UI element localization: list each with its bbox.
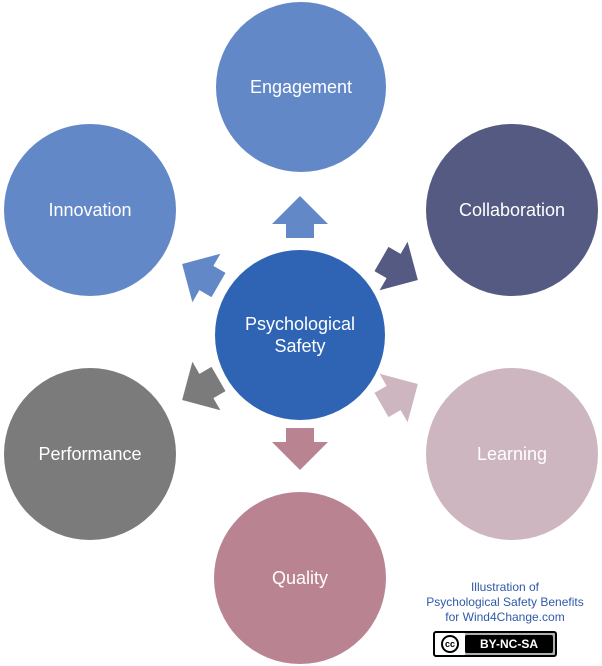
arrow-to-engagement bbox=[272, 196, 328, 238]
node-performance: Performance bbox=[4, 368, 176, 540]
cc-logo-text: cc bbox=[441, 635, 459, 653]
credit-line-1: Illustration of bbox=[470, 580, 540, 594]
node-performance-label: Performance bbox=[38, 444, 142, 464]
credit-line-2: Psychological Safety Benefits bbox=[426, 595, 584, 609]
node-learning: Learning bbox=[426, 368, 598, 540]
cc-logo-icon: cc bbox=[435, 633, 465, 655]
arrow-to-learning bbox=[374, 373, 418, 423]
node-collaboration: Collaboration bbox=[426, 124, 598, 296]
arrow-to-collaboration bbox=[374, 241, 418, 291]
node-innovation-label: Innovation bbox=[48, 200, 132, 220]
node-engagement-label: Engagement bbox=[249, 77, 353, 97]
center-label: Psychological Safety bbox=[244, 314, 356, 356]
node-quality: Quality bbox=[214, 492, 386, 664]
arrow-to-performance bbox=[182, 361, 226, 411]
node-quality-label: Quality bbox=[271, 568, 329, 588]
arrow-to-quality bbox=[272, 428, 328, 470]
license-badge: cc BY-NC-SA bbox=[433, 631, 557, 657]
node-innovation: Innovation bbox=[4, 124, 176, 296]
arrow-to-innovation bbox=[182, 253, 226, 303]
credit-line-3: for Wind4Change.com bbox=[445, 610, 565, 624]
credit-text: Illustration of Psychological Safety Ben… bbox=[412, 580, 598, 625]
node-learning-label: Learning bbox=[476, 444, 548, 464]
node-collaboration-label: Collaboration bbox=[458, 200, 566, 220]
license-text: BY-NC-SA bbox=[465, 635, 553, 653]
node-engagement: Engagement bbox=[216, 2, 386, 172]
node-psychological-safety: Psychological Safety bbox=[215, 250, 385, 420]
